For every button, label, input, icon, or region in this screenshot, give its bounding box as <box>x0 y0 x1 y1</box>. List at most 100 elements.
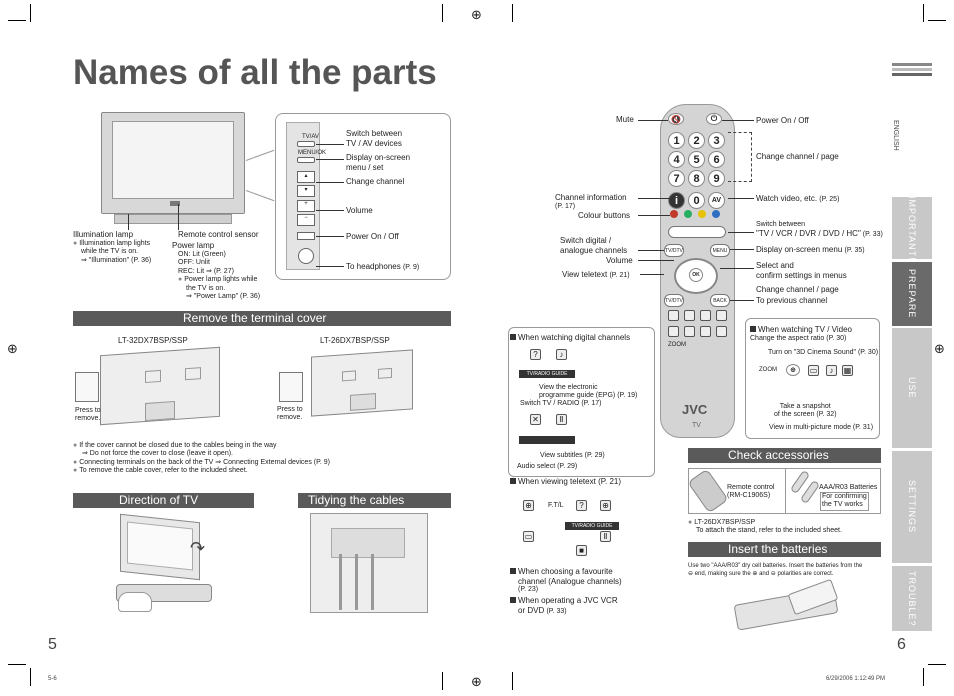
crop-mark <box>512 672 513 690</box>
key-1[interactable]: 1 <box>668 132 685 149</box>
key-8[interactable]: 8 <box>688 170 705 187</box>
function-key[interactable] <box>668 310 679 321</box>
key-5[interactable]: 5 <box>688 151 705 168</box>
function-key[interactable] <box>716 326 727 337</box>
function-key[interactable] <box>716 310 727 321</box>
teletext-size-icon: ⊕ <box>600 500 611 511</box>
check-accessories-header: Check accessories <box>688 448 881 463</box>
change-page-label: Change channel / page <box>756 285 839 294</box>
leader-line <box>316 159 344 160</box>
leader-line <box>316 210 344 211</box>
tab-settings[interactable]: SETTINGS <box>892 451 932 563</box>
key-6[interactable]: 6 <box>708 151 725 168</box>
remove-cover-header: Remove the terminal cover <box>73 311 451 326</box>
footer-left: 5-6 <box>48 676 57 682</box>
key-4[interactable]: 4 <box>668 151 685 168</box>
tab-important[interactable]: IMPORTANT! <box>892 196 932 260</box>
leader-line <box>730 249 754 250</box>
page-number-right: 6 <box>897 636 906 653</box>
key-7[interactable]: 7 <box>668 170 685 187</box>
tvradio-guide-bar: TV/RADIO GUIDE <box>519 370 575 378</box>
page-number-left: 5 <box>48 636 57 653</box>
leader-dashed <box>728 132 752 182</box>
change-channel-label: Change channel / page <box>756 152 839 161</box>
leader-line <box>640 274 664 275</box>
function-key[interactable] <box>668 326 679 337</box>
volume-down-button[interactable]: − <box>297 214 315 226</box>
key-av[interactable]: AV <box>708 192 725 209</box>
tv-av-button[interactable] <box>297 141 315 147</box>
mode-selector[interactable] <box>668 226 726 238</box>
tab-prepare[interactable]: PREPARE <box>892 262 932 326</box>
key-9[interactable]: 9 <box>708 170 725 187</box>
cinema-sound-label: Turn on "3D Cinema Sound" (P. 30) <box>768 349 879 356</box>
leader-line <box>722 120 754 121</box>
audio-icon: Ⅱ <box>556 414 567 425</box>
remote-power-button[interactable]: ⏻ <box>706 113 722 125</box>
callout-pointer <box>245 190 275 202</box>
ok-button[interactable]: OK <box>689 268 703 282</box>
leader-line <box>728 198 754 199</box>
leader-line <box>728 232 754 233</box>
digital-channels-title: When watching digital channels <box>510 333 630 343</box>
index-icon: ▭ <box>523 531 534 542</box>
tv-dtv-button[interactable]: TV/DTV <box>664 244 684 257</box>
menu-ok-button[interactable] <box>297 157 315 163</box>
headphones-jack-icon <box>298 248 314 264</box>
power-button[interactable] <box>297 232 315 240</box>
colour-buttons-label: Colour buttons <box>578 211 631 220</box>
green-button[interactable] <box>684 210 692 218</box>
yellow-button[interactable] <box>698 210 706 218</box>
aspect-ratio-label: Change the aspect ratio (P. 30) <box>750 335 847 342</box>
function-key[interactable] <box>700 310 711 321</box>
key-0[interactable]: 0 <box>688 192 705 209</box>
back-button[interactable]: BACK <box>710 294 730 307</box>
tab-use[interactable]: USE <box>892 328 932 448</box>
key-2[interactable]: 2 <box>688 132 705 149</box>
function-key[interactable] <box>700 326 711 337</box>
key-info[interactable]: i <box>668 192 685 209</box>
stop-icon: ■ <box>576 545 587 556</box>
tv-video-title: When watching TV / Video <box>750 325 852 335</box>
volume-up-button[interactable]: + <box>297 200 315 212</box>
function-key[interactable] <box>684 310 695 321</box>
blue-button[interactable] <box>712 210 720 218</box>
zoom-button[interactable]: ⊕ <box>786 364 800 376</box>
menu-button[interactable]: MENU <box>710 244 730 257</box>
colour-buttons <box>670 210 726 220</box>
tab-trouble[interactable]: TROUBLE? <box>892 566 932 631</box>
remote-sensor-label: Remote control sensor <box>178 230 259 239</box>
key-3[interactable]: 3 <box>708 132 725 149</box>
subtitle-icon: ✕ <box>530 414 541 425</box>
cover-zoom-32 <box>75 372 99 402</box>
tv-video-panel <box>745 318 880 439</box>
teletext-button[interactable]: TV/DTV <box>664 294 684 307</box>
remote-power-label: Power On / Off <box>756 116 809 125</box>
leader-line <box>316 236 344 237</box>
leader-line <box>638 215 670 216</box>
tv-front-illustration <box>101 112 245 214</box>
channel-up-button[interactable]: ▴ <box>297 171 315 183</box>
epg-icon: ? <box>530 349 541 360</box>
crop-mark <box>442 672 443 690</box>
channel-info-label: Channel information(P. 17) <box>555 193 627 210</box>
side-change-channel-label: Change channel <box>346 177 405 186</box>
red-button[interactable] <box>670 210 678 218</box>
leader-line <box>638 250 664 251</box>
snapshot-icon: ▭ <box>808 365 819 376</box>
sound-icon: ♪ <box>826 365 837 376</box>
power-lamp-label: Power lamp <box>172 241 215 250</box>
remote-zoom-label: ZOOM <box>668 342 686 348</box>
channel-down-button[interactable]: ▾ <box>297 185 315 197</box>
language-label: ENGLISH <box>892 120 899 151</box>
view-teletext-label: View teletext (P. 21) <box>562 270 630 279</box>
mute-button[interactable]: 🔇 <box>668 113 684 125</box>
tv-video-zoom-label: ZOOM <box>759 367 777 373</box>
function-key[interactable] <box>684 326 695 337</box>
